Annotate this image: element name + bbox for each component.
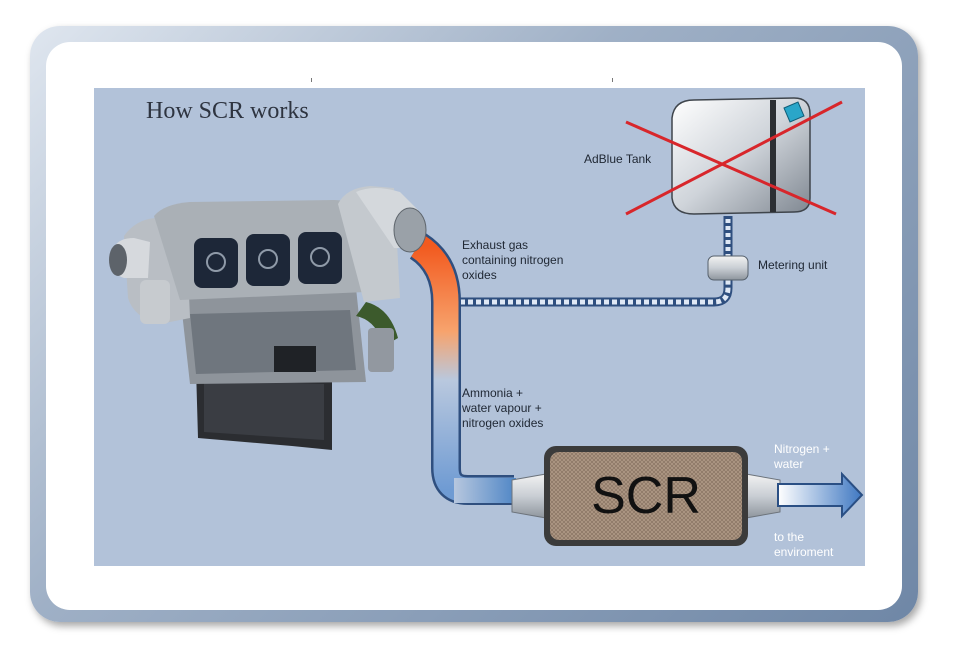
adblue-tank-label: AdBlue Tank bbox=[584, 152, 652, 166]
ammonia-mix-label: Ammonia + water vapour + nitrogen oxides bbox=[462, 386, 544, 430]
cross-out-icon bbox=[625, 100, 843, 216]
metering-unit-icon bbox=[707, 255, 749, 281]
scr-diagram: How SCR works AdBlue Tank Metering unit … bbox=[94, 88, 865, 566]
scr-label: SCR bbox=[591, 467, 701, 525]
exhaust-pipe bbox=[409, 233, 516, 505]
to-environment-label: to the enviroment bbox=[774, 530, 834, 559]
outlet-arrow-icon bbox=[777, 471, 864, 519]
marker-tick bbox=[612, 78, 613, 82]
exhaust-gas-label: Exhaust gas containing nitrogen oxides bbox=[462, 238, 564, 282]
adblue-line bbox=[452, 216, 733, 307]
metering-unit-label: Metering unit bbox=[758, 258, 828, 272]
nitrogen-water-label: Nitrogen + water bbox=[774, 442, 830, 471]
marker-tick bbox=[311, 78, 312, 82]
diagram-title: How SCR works bbox=[146, 98, 309, 124]
scr-catalyst-icon bbox=[511, 446, 781, 546]
engine-image bbox=[109, 186, 427, 450]
diagram-graphics bbox=[109, 97, 864, 546]
